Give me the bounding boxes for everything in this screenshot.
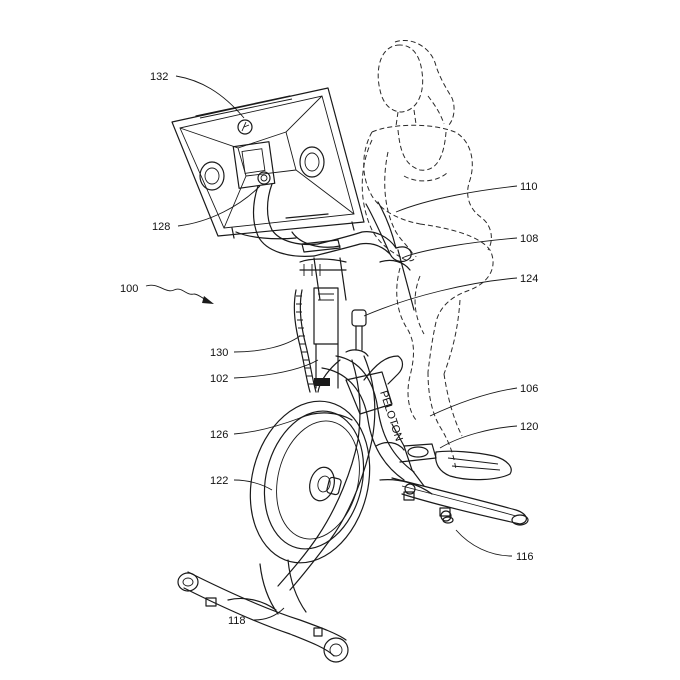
label-102: 102	[210, 373, 228, 385]
resistance-knob	[351, 309, 367, 351]
frame-brand-text: PELOTON	[377, 389, 405, 443]
touchscreen-display	[171, 87, 365, 239]
flywheel	[249, 400, 371, 564]
label-128: 128	[152, 221, 170, 233]
label-126: 126	[210, 429, 228, 441]
label-108: 108	[520, 233, 538, 245]
leader-lines	[145, 75, 518, 621]
handlebar	[235, 183, 412, 263]
reference-numerals: 132 128 110 108 124 100 130 102 106 120 …	[120, 71, 538, 627]
label-132: 132	[150, 71, 168, 83]
label-100: 100	[120, 283, 138, 295]
rear-stabilizer	[391, 477, 529, 526]
front-base	[177, 559, 349, 663]
label-122: 122	[210, 475, 228, 487]
label-110: 110	[520, 181, 538, 193]
seat-post	[379, 249, 415, 311]
label-118: 118	[228, 615, 246, 627]
rider-outline	[361, 40, 512, 481]
label-130: 130	[210, 347, 228, 359]
label-124: 124	[520, 273, 538, 285]
stem-column	[293, 257, 347, 393]
label-120: 120	[520, 421, 538, 433]
label-116: 116	[516, 551, 534, 563]
label-106: 106	[520, 383, 538, 395]
bike-frame: PELOTON	[277, 349, 452, 591]
